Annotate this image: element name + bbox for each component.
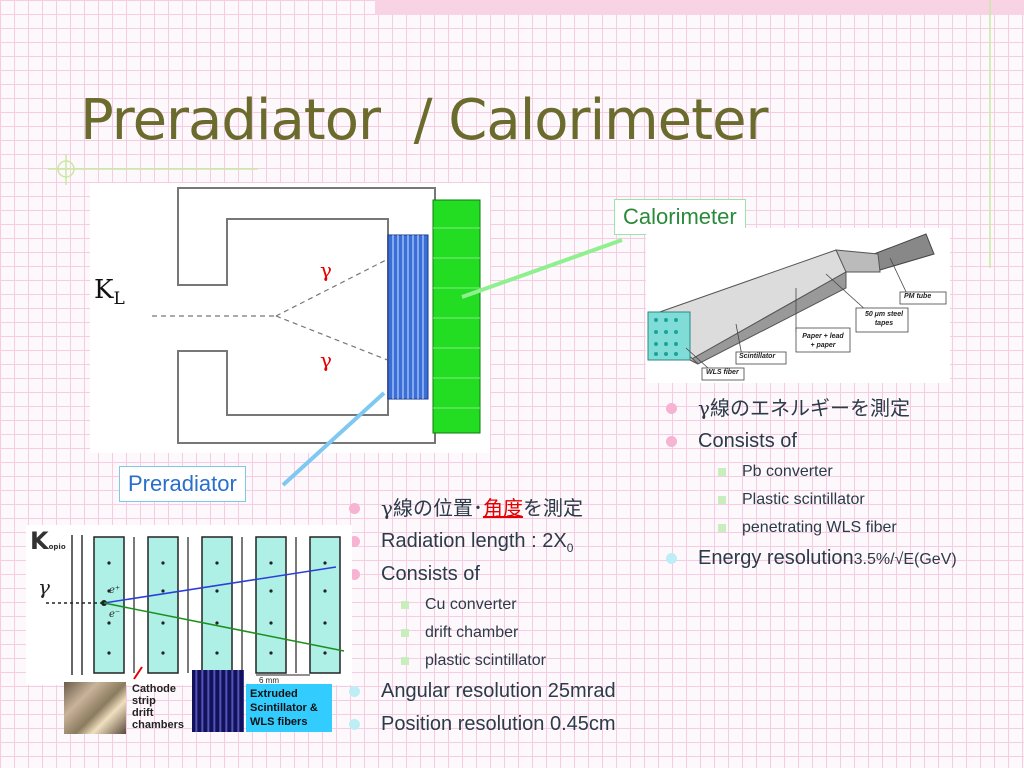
drift-chamber-caption: Cathode strip drift chambers <box>132 683 184 731</box>
list-item: Plastic scintillator <box>666 486 957 514</box>
top-decor-band <box>375 0 1024 15</box>
bullet-icon <box>349 569 360 580</box>
list-item: Pb converter <box>666 458 957 486</box>
list-item: Radiation length : 2X0 <box>349 525 616 558</box>
scintillator-photo <box>192 670 244 732</box>
list-item: penetrating WLS fiber <box>666 514 957 542</box>
title-underline-decor <box>48 155 258 185</box>
scintillator-caption: Extruded Scintillator & WLS fibers <box>246 684 332 732</box>
module-label-pm-tube: PM tube <box>904 293 932 300</box>
bullet-icon <box>401 601 409 609</box>
module-label-scintillator: Scintillator <box>739 353 776 360</box>
beam-label: KL <box>94 275 125 309</box>
list-item: γ線の位置･角度を測定 <box>349 492 616 525</box>
calorimeter-module-drawing <box>646 228 950 383</box>
module-label-wls-fiber: WLS fiber <box>706 369 739 376</box>
bullet-icon <box>666 553 677 564</box>
list-item: Consists of <box>349 558 616 591</box>
bullet-icon <box>401 657 409 665</box>
list-item: Consists of <box>666 425 957 458</box>
right-vertical-decor <box>989 0 991 268</box>
list-item: Position resolution 0.45cm <box>349 708 616 741</box>
bullet-icon <box>401 629 409 637</box>
list-item: Angular resolution 25mrad <box>349 675 616 708</box>
bullet-icon <box>349 686 360 697</box>
bullet-icon <box>349 536 360 547</box>
bullet-icon <box>349 719 360 730</box>
preradiator-detail-diagram <box>26 525 352 685</box>
right-bullet-list: γ線のエネルギーを測定 Consists of Pb converter Pla… <box>666 392 957 575</box>
gamma-symbol: γ <box>38 575 50 599</box>
kopio-logo: Kopio <box>30 527 66 555</box>
detector-schematic <box>90 183 490 453</box>
preradiator-callout: Preradiator <box>119 466 246 502</box>
list-item: γ線のエネルギーを測定 <box>666 392 957 425</box>
positron-label: e⁺ <box>109 585 121 596</box>
module-label-paper: Paper + lead+ paper <box>802 333 844 349</box>
list-item: drift chamber <box>349 619 616 647</box>
photon-label-bottom: γ <box>320 348 332 372</box>
left-bullet-list: γ線の位置･角度を測定 Radiation length : 2X0 Consi… <box>349 492 616 741</box>
slide-title: Preradiator / Calorimeter <box>80 88 769 153</box>
photon-label-top: γ <box>320 258 332 282</box>
bullet-icon <box>718 496 726 504</box>
list-item: Energy resolution3.5%/√E(GeV) <box>666 542 957 575</box>
bullet-icon <box>666 436 677 447</box>
drift-chamber-photo <box>64 682 126 734</box>
bullet-icon <box>349 503 360 514</box>
bullet-icon <box>718 524 726 532</box>
scale-label: 6 mm <box>259 676 279 685</box>
electron-label: e⁻ <box>109 609 121 620</box>
bullet-icon <box>666 403 677 414</box>
list-item: plastic scintillator <box>349 647 616 675</box>
calorimeter-callout: Calorimeter <box>614 199 746 235</box>
list-item: Cu converter <box>349 591 616 619</box>
bullet-icon <box>718 468 726 476</box>
